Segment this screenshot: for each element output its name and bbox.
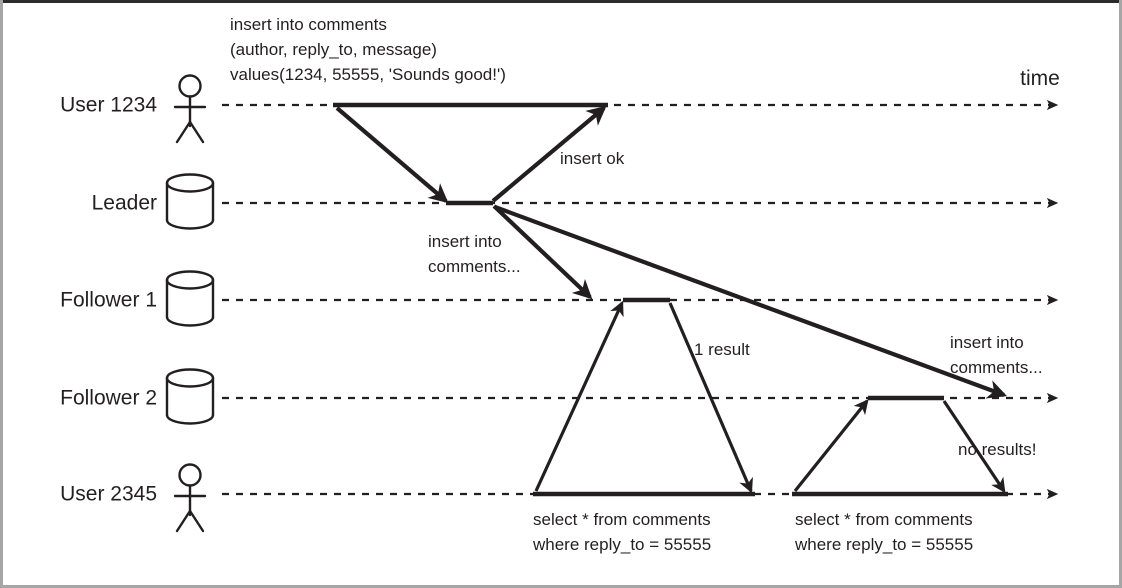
annotation-query-1-statement: select * from comments where reply_to = … [532,510,711,554]
participant-label-user1234: User 1234 [60,94,157,117]
message-arrow-query1-request [534,300,624,492]
message-arrow-query1-response [668,302,753,494]
replicate-follower2-line-1: insert into [950,333,1024,352]
frame-border-bottom [0,585,1122,588]
query-2-line-2: where reply_to = 55555 [794,535,973,554]
activation-bars-group [333,102,1008,497]
message-label-replicate-follower2: insert into comments... [950,333,1043,377]
message-arrow-replicate-follower2 [494,205,1008,399]
database-cylinder-icon-follower1 [165,270,215,327]
insert-statement-line-1: insert into comments [230,15,387,34]
replicate-follower1-line-2: comments... [428,257,521,276]
query-1-line-2: where reply_to = 55555 [532,535,711,554]
participant-label-follower2: Follower 2 [60,387,157,410]
query-1-line-1: select * from comments [533,510,711,529]
message-arrow-insert-ok [491,105,607,203]
message-arrow-insert-to-leader [335,106,449,204]
actor-stick-figure-icon-user1234 [173,74,207,144]
message-arrow-query2-request [793,399,869,492]
message-arrow-replicate-follower1 [492,204,593,300]
time-axis-label: time [1020,67,1060,90]
frame-border-right [1119,0,1122,588]
actor-stick-figure-icon-user2345 [173,463,207,533]
messages-group [335,105,1008,494]
annotation-query-2-statement: select * from comments where reply_to = … [794,510,973,554]
participant-label-user2345: User 2345 [60,483,157,506]
insert-statement-line-3: values(1234, 55555, 'Sounds good!') [230,65,506,84]
replicate-follower2-line-2: comments... [950,358,1043,377]
message-label-one-result: 1 result [694,340,750,359]
replicate-follower1-line-1: insert into [428,232,502,251]
message-label-no-results: no results! [958,440,1036,459]
participant-label-leader: Leader [92,192,157,215]
frame-border-left [0,0,3,588]
message-label-replicate-follower1: insert into comments... [428,232,521,276]
query-2-line-1: select * from comments [795,510,973,529]
message-label-insert-ok: insert ok [560,149,625,168]
participant-labels-group: User 1234 Leader Follower 1 Follower 2 U… [60,94,157,506]
database-cylinder-icon-follower2 [165,368,215,425]
database-cylinder-icon-leader [165,173,215,230]
frame-border-top [0,0,1122,3]
participant-label-follower1: Follower 1 [60,289,157,312]
insert-statement-line-2: (author, reply_to, message) [230,40,437,59]
annotation-insert-statement: insert into comments (author, reply_to, … [230,15,506,84]
message-arrow-query2-response [942,400,1006,494]
